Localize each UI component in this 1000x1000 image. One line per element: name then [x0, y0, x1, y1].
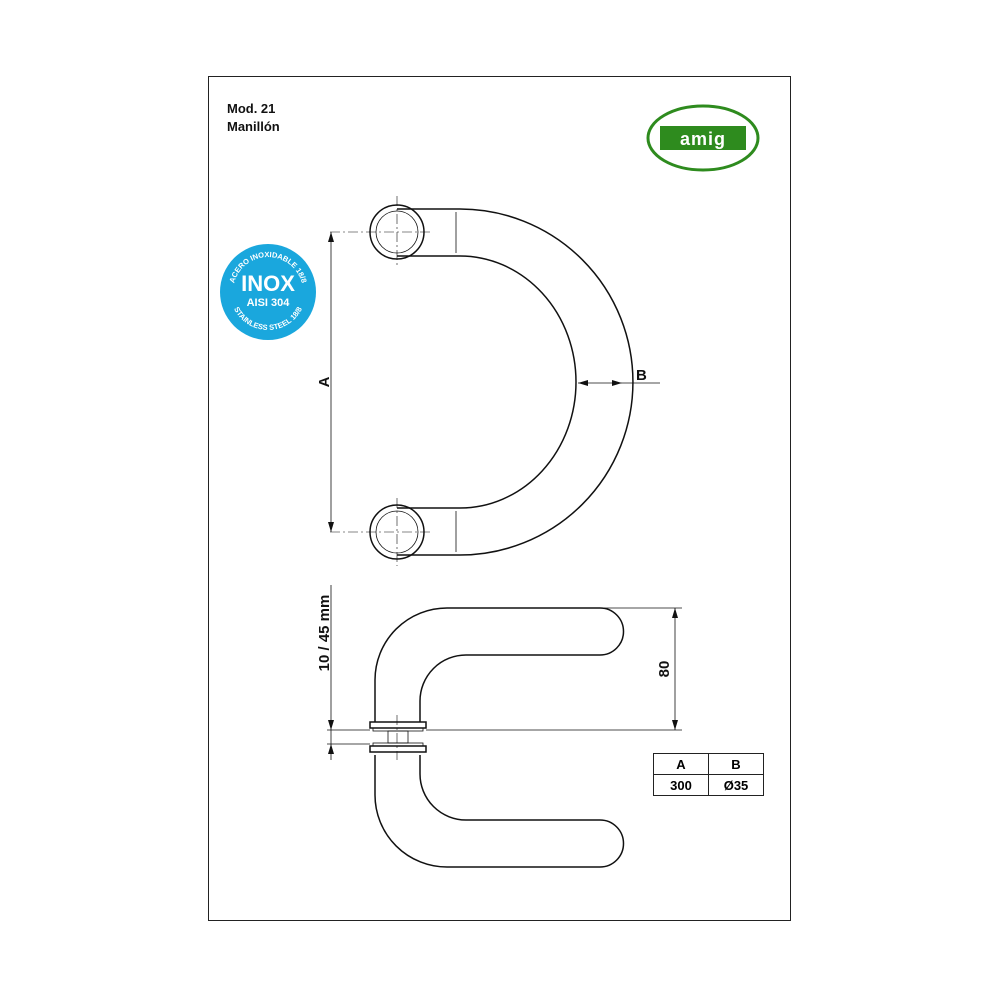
logo-bar [660, 126, 746, 150]
upper-lever-outline [374, 607, 625, 722]
badge-main: INOX [241, 271, 295, 296]
logo-text: amig [680, 129, 726, 149]
model-number: Mod. 21 [227, 101, 276, 116]
top-view: A B [316, 196, 660, 566]
inox-badge: ACERO INOXIDABLE 18/8 INOX AISI 304 STAI… [220, 244, 316, 340]
logo-ellipse [646, 104, 760, 172]
dim-80-label: 80 [656, 661, 673, 678]
spec-value-b: Ø35 [708, 774, 764, 796]
lower-lever-outline [374, 755, 625, 868]
spec-value-a: 300 [653, 774, 709, 796]
side-view: 80 10 / 45 mm [316, 585, 682, 868]
lower-rosette [369, 745, 427, 753]
dim-b-label: B [636, 367, 647, 384]
spec-header-a: A [653, 753, 709, 775]
product-name: Manillón [227, 119, 280, 134]
upper-rosette [369, 721, 427, 729]
badge-grade: AISI 304 [247, 297, 291, 309]
dim-thk-label: 10 / 45 mm [316, 595, 333, 672]
handle-inner-outline [397, 255, 577, 509]
amig-logo: amig [646, 104, 760, 172]
dim-a-label: A [316, 376, 333, 387]
spec-header-b: B [708, 753, 764, 775]
handle-outer-outline [397, 208, 634, 556]
drawing-sheet [208, 76, 791, 921]
badge-circle [220, 244, 316, 340]
spec-table: A B 300 Ø35 [653, 753, 764, 796]
door-spindle [387, 730, 409, 744]
